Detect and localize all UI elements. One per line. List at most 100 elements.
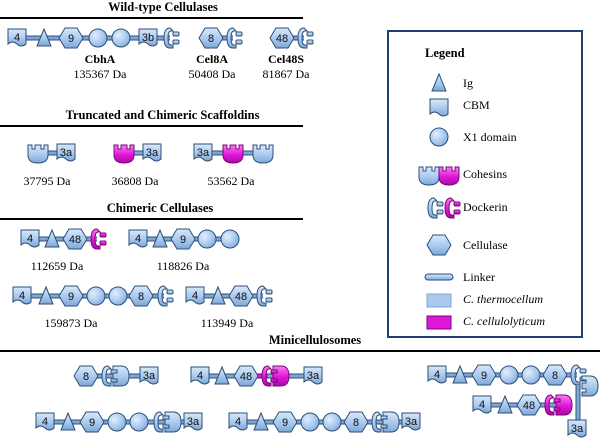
legend-cellulo-swatch [426, 315, 452, 330]
dockerin-module [544, 394, 556, 416]
cellulase-module [228, 285, 254, 307]
section-title-chimeric: Chimeric Cellulases [106, 201, 214, 215]
cellulase-label: 9 [180, 234, 186, 246]
legend-dockerin-label: Dockerin [463, 200, 508, 214]
cbm-label: 3a [143, 370, 156, 382]
cellulase-module [58, 285, 84, 307]
dockerin-module [444, 197, 456, 219]
cellulase-module [542, 364, 568, 386]
cohesin-module [27, 144, 49, 164]
cellulase-module [128, 285, 154, 307]
ig-module [214, 365, 230, 385]
x1-module [322, 412, 342, 432]
cellulase-label: 9 [282, 417, 288, 429]
section-title-truncated: Truncated and Chimeric Scaffoldins [65, 108, 260, 122]
legend-cohesins-label: Cohesins [463, 167, 508, 181]
cohesin-module [581, 375, 599, 397]
truncated-mass-2: 36808 Da [111, 174, 159, 188]
cohesin-module [164, 411, 182, 433]
cbha-name: CbhA [84, 52, 116, 66]
cohesin-module [252, 144, 274, 164]
dockerin-module [427, 197, 439, 219]
cbm-module [139, 366, 159, 385]
cbm-module [20, 229, 40, 248]
cel48s-name: Cel48S [268, 52, 304, 66]
legend-linker-label: Linker [463, 270, 495, 284]
cellulase-label: 48 [523, 400, 535, 412]
dockerin-module [90, 228, 102, 250]
cbm-module [142, 143, 162, 162]
cbm-label: 3b [142, 32, 154, 44]
cbm-module [138, 28, 158, 47]
dockerin-tooth [436, 201, 444, 207]
section-rule-chimeric [0, 218, 303, 220]
cbm-label: 4 [235, 416, 241, 428]
cbm-module [35, 412, 55, 431]
dockerin-module [153, 411, 165, 433]
cellulase-module [73, 365, 99, 387]
dockerin-module [261, 365, 273, 387]
legend-box: Legend Ig CBM X1 domain Cohesins Dockeri… [387, 30, 583, 338]
cbm-label: 3a [197, 147, 210, 159]
ig-module [60, 411, 76, 431]
cel8a-name: Cel8A [196, 52, 228, 66]
x1-module [107, 412, 127, 432]
section-rule-wild-type [0, 17, 303, 19]
truncated-mass-3: 53562 Da [207, 174, 255, 188]
x1-module [429, 127, 449, 147]
cellulase-module [272, 411, 298, 433]
cbm-module [228, 412, 248, 431]
cbm-module [567, 419, 587, 438]
cellulase-module [343, 411, 369, 433]
chimeric-mass-2: 118826 Da [156, 259, 210, 273]
cbm-module [303, 366, 323, 385]
ig-module [253, 411, 269, 431]
cellulase-module [269, 27, 295, 49]
section-rule-truncated [0, 125, 303, 127]
cbm-module [12, 286, 32, 305]
legend-cbm-label: CBM [463, 98, 490, 112]
dockerin-module [297, 27, 309, 49]
ig-module [497, 394, 513, 414]
dockerin-tooth [166, 289, 174, 295]
legend-linker-swatch [424, 273, 454, 281]
legend-cellulo-label: C. cellulolyticum [463, 314, 545, 328]
cellulase-label: 8 [83, 371, 89, 383]
cel48s-mass: 81867 Da [262, 67, 310, 81]
cbm-label: 4 [197, 370, 203, 382]
cbm-label: 3a [146, 147, 159, 159]
cellulase-module [471, 364, 497, 386]
x1-module [220, 229, 240, 249]
dockerin-tooth [235, 39, 243, 45]
dockerin-tooth [265, 289, 273, 295]
cellulase-label: 48 [276, 33, 288, 45]
x1-module [129, 412, 149, 432]
x1-module [86, 286, 106, 306]
legend-x1-label: X1 domain [463, 130, 517, 144]
cellulase-label: 48 [69, 234, 81, 246]
dockerin-module [163, 27, 175, 49]
legend-ig-label: Ig [463, 76, 473, 90]
legend-cellulase-label: Cellulase [463, 238, 508, 252]
dockerin-tooth [306, 31, 314, 37]
chimeric-mass-4: 113949 Da [200, 316, 254, 330]
legend-icons [418, 72, 461, 330]
cellulase-module [516, 394, 542, 416]
dockerin-tooth [436, 209, 444, 215]
x1-module [521, 365, 541, 385]
cbha-mass: 135367 Da [73, 67, 127, 81]
cbm-module [401, 412, 421, 431]
cbm-label: 3a [405, 416, 418, 428]
dockerin-module [256, 285, 268, 307]
dockerin-tooth [453, 201, 461, 207]
dockerin-tooth [99, 240, 107, 246]
cbm-module [472, 395, 492, 414]
chimeric-mass-1: 112659 Da [30, 259, 84, 273]
cellulase-module [426, 234, 452, 256]
cellulase-module [198, 27, 224, 49]
dockerin-tooth [235, 31, 243, 37]
dockerin-tooth [172, 39, 180, 45]
dockerin-module [570, 364, 582, 386]
